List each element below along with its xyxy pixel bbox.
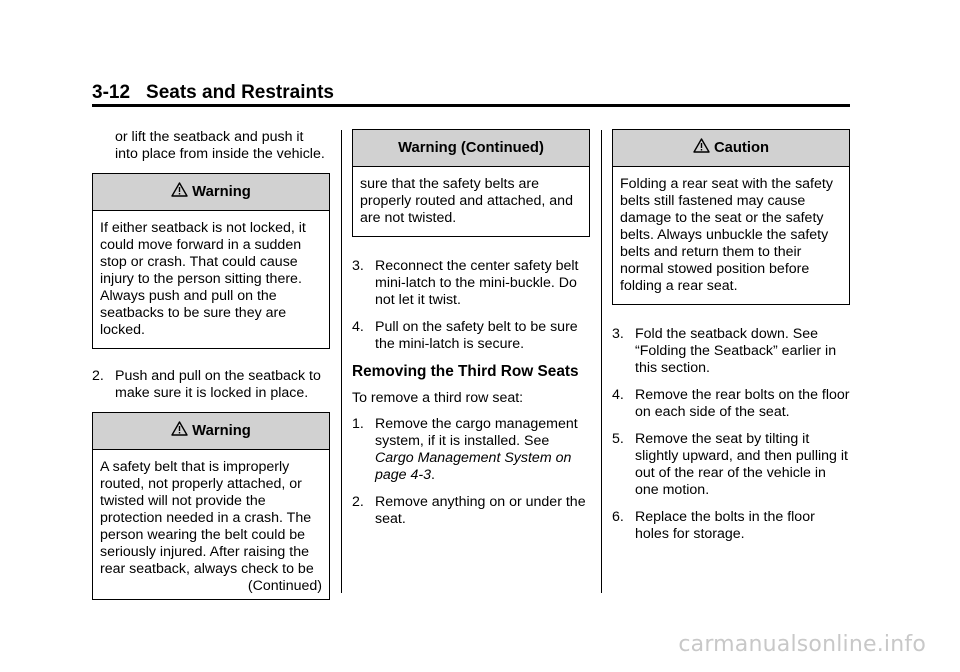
- alert-triangle-icon: [171, 182, 188, 197]
- page-header: 3-12 Seats and Restraints: [92, 82, 850, 107]
- step-text: Remove anything on or under the seat.: [375, 494, 586, 527]
- column-2: Warning (Continued) sure that the safety…: [352, 129, 590, 538]
- warning-box-2: Warning A safety belt that is improperly…: [92, 412, 330, 600]
- step-list-col3: 3. Fold the seatback down. See “Folding …: [612, 326, 850, 543]
- step-number: 2.: [92, 368, 104, 384]
- list-item: 4. Pull on the safety belt to be sure th…: [352, 319, 590, 353]
- header-rule: [92, 104, 850, 107]
- warning-body-2: A safety belt that is improperly routed,…: [93, 450, 329, 599]
- step-number: 4.: [352, 319, 364, 335]
- page-number: 3-12: [92, 82, 131, 103]
- continued-label: (Continued): [247, 578, 322, 594]
- step-number: 1.: [352, 416, 364, 432]
- alert-triangle-icon: [693, 138, 710, 153]
- step-number: 2.: [352, 494, 364, 510]
- list-item: 2. Remove anything on or under the seat.: [352, 494, 590, 528]
- step-text: Remove the cargo management system, if i…: [375, 416, 578, 449]
- caution-body: Folding a rear seat with the safety belt…: [620, 176, 833, 294]
- step-text: Remove the rear bolts on the floor on ea…: [635, 387, 850, 420]
- step-number: 6.: [612, 509, 624, 525]
- warning-continued-heading: Warning (Continued): [353, 130, 589, 167]
- watermark: carmanualsonline.info: [678, 632, 926, 657]
- list-item: 1. Remove the cargo management system, i…: [352, 416, 590, 484]
- step-list-col1: 2. Push and pull on the seatback to make…: [92, 368, 330, 402]
- lead-text: To remove a third row seat:: [352, 390, 524, 406]
- list-item: 6. Replace the bolts in the floor holes …: [612, 509, 850, 543]
- warning-continued-body: sure that the safety belts are properly …: [360, 176, 573, 226]
- list-item: 3. Reconnect the center safety belt mini…: [352, 258, 590, 309]
- column-1: or lift the seatback and push it into pl…: [92, 129, 330, 600]
- step-list-col2a: 3. Reconnect the center safety belt mini…: [352, 258, 590, 353]
- warning-heading-1: Warning: [93, 174, 329, 211]
- step-text: Reconnect the center safety belt mini-la…: [375, 258, 579, 308]
- list-item: 2. Push and pull on the seatback to make…: [92, 368, 330, 402]
- list-item: 4. Remove the rear bolts on the floor on…: [612, 387, 850, 421]
- warning-heading-text-2: Warning: [192, 423, 251, 439]
- step-text: Fold the seatback down. See “Folding the…: [635, 326, 837, 376]
- step-number: 4.: [612, 387, 624, 403]
- page-reference-link[interactable]: Cargo Management System on page 4-3: [375, 450, 572, 483]
- list-item: 5. Remove the seat by tilting it slightl…: [612, 431, 850, 499]
- step-list-col2b: 1. Remove the cargo management system, i…: [352, 416, 590, 528]
- column-3: Caution Folding a rear seat with the saf…: [612, 129, 850, 553]
- step-text: Pull on the safety belt to be sure the m…: [375, 319, 578, 352]
- column-divider-1: [341, 130, 342, 593]
- step-text: Remove the seat by tilting it slightly u…: [635, 431, 848, 498]
- step-text: Replace the bolts in the floor holes for…: [635, 509, 815, 542]
- caution-box: Caution Folding a rear seat with the saf…: [612, 129, 850, 305]
- caution-heading-text: Caution: [713, 140, 770, 156]
- section-title: Seats and Restraints: [146, 82, 334, 103]
- warning-heading-2: Warning: [93, 413, 329, 450]
- step-text: Push and pull on the seatback to make su…: [115, 368, 321, 401]
- warning-body-1: If either seatback is not locked, it cou…: [100, 220, 306, 338]
- subheading: Removing the Third Row Seats: [352, 363, 579, 380]
- warning-box-1: Warning If either seatback is not locked…: [92, 173, 330, 349]
- step-number: 3.: [612, 326, 624, 342]
- warning-continued-box: Warning (Continued) sure that the safety…: [352, 129, 590, 237]
- step-number: 3.: [352, 258, 364, 274]
- warning-heading-text-1: Warning: [192, 184, 251, 200]
- step-text-end: .: [431, 467, 435, 483]
- intro-text: or lift the seatback and push it into pl…: [115, 129, 325, 162]
- list-item: 3. Fold the seatback down. See “Folding …: [612, 326, 850, 377]
- warning-body-text-2: A safety belt that is improperly routed,…: [100, 459, 314, 577]
- step-number: 5.: [612, 431, 624, 447]
- caution-heading: Caution: [613, 130, 849, 167]
- column-divider-2: [601, 130, 602, 593]
- alert-triangle-icon: [171, 421, 188, 436]
- header-text: 3-12 Seats and Restraints: [92, 82, 850, 104]
